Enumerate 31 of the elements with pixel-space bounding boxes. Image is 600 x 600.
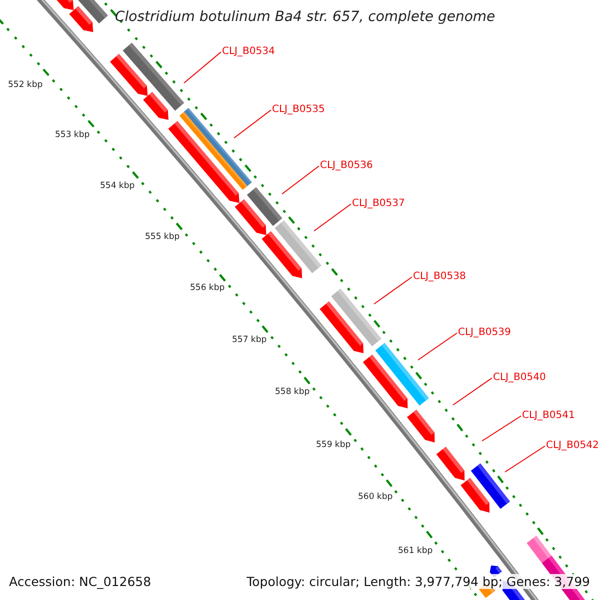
position-label: 555 kbp <box>145 232 180 242</box>
gene-label: CLJ_B0538 <box>413 271 466 283</box>
title: Clostridium botulinum Ba4 str. 657, complete genome <box>115 9 496 25</box>
gene-label: CLJ_B0541 <box>522 410 575 422</box>
gene-label: CLJ_B0539 <box>458 327 511 339</box>
position-label: 561 kbp <box>398 546 433 556</box>
footer-text: Topology: circular; Length: 3,977,794 bp; Genes: 3,799 <box>246 574 590 589</box>
leader-line <box>504 446 546 472</box>
leader-line <box>418 332 458 360</box>
leader-line <box>314 204 352 232</box>
footer-text: Accession: NC_012658 <box>9 574 152 589</box>
position-label: 552 kbp <box>8 80 43 90</box>
gene-label: CLJ_B0537 <box>352 198 405 210</box>
position-label: 553 kbp <box>55 130 90 140</box>
leader-line <box>374 276 412 304</box>
leader-line <box>482 416 522 442</box>
gene-label: CLJ_B0536 <box>320 160 373 172</box>
position-label: 560 kbp <box>358 492 393 502</box>
leader-line <box>184 52 222 84</box>
gene-label: CLJ_B0540 <box>493 372 546 384</box>
position-label: 554 kbp <box>100 181 135 191</box>
position-label: 558 kbp <box>275 387 310 397</box>
leader-line <box>282 166 320 194</box>
leader-line <box>452 378 492 406</box>
position-label: 559 kbp <box>316 440 351 450</box>
position-label: 556 kbp <box>190 283 225 293</box>
leader-line <box>234 110 272 138</box>
gene-label: CLJ_B0535 <box>272 104 325 116</box>
position-label: 557 kbp <box>232 335 267 345</box>
gene-label: CLJ_B0542 <box>546 440 599 452</box>
gene-label: CLJ_B0534 <box>222 46 275 58</box>
